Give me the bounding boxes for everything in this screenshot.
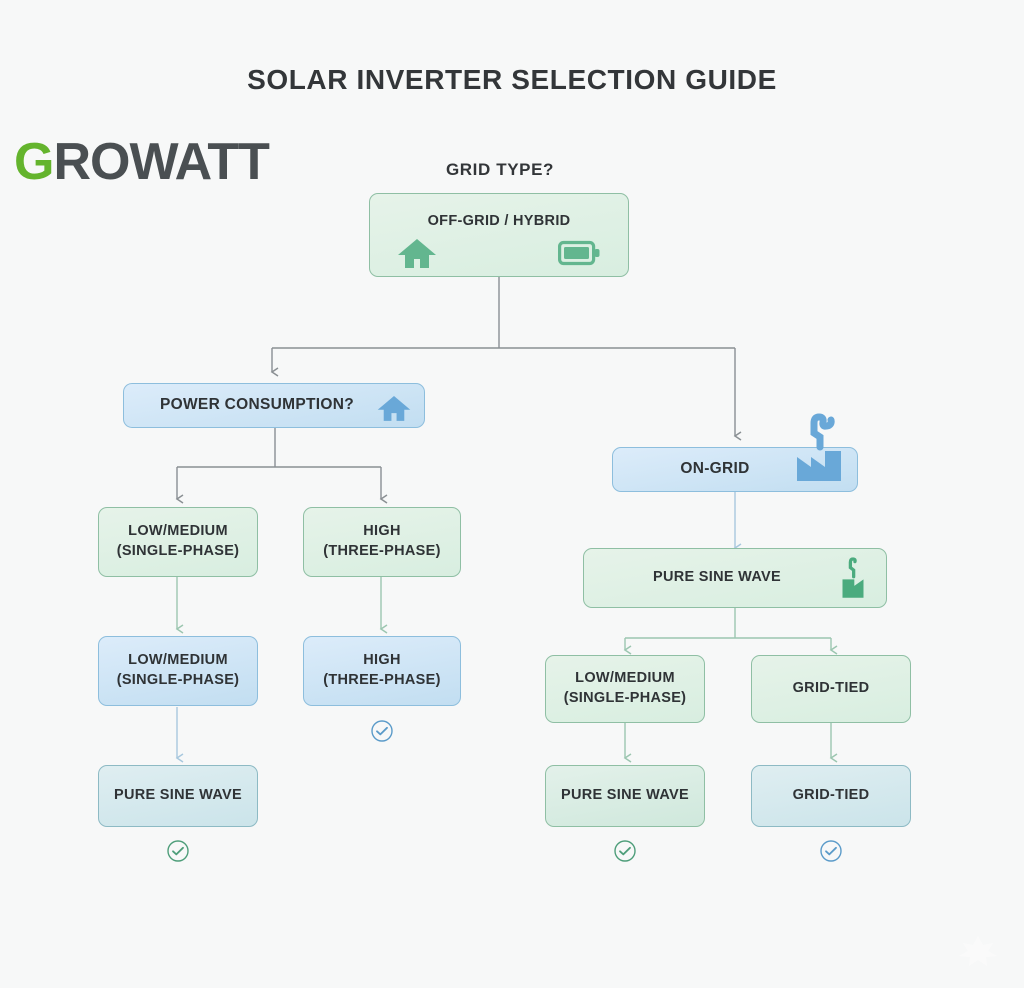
node-left-high-green[interactable]: HIGH (THREE-PHASE) [303,507,461,577]
factory-icon [797,413,841,481]
node-left-high-green-label: HIGH (THREE-PHASE) [323,523,441,559]
node-right-grid-tied-teal-label: GRID-TIED [792,787,870,804]
check-circle-icon [371,720,393,742]
node-left-low-medium-blue-label: LOW/MEDIUM (SINGLE-PHASE) [116,652,240,688]
logo-letter-g: G [14,133,54,191]
grid-type-question-label: GRID TYPE? [445,160,554,179]
node-on-grid[interactable]: ON-GRID [612,413,858,492]
node-left-low-medium-blue[interactable]: LOW/MEDIUM (SINGLE-PHASE) [98,636,258,706]
node-off-grid-hybrid-label: OFF-GRID / HYBRID [427,213,571,230]
check-circle-icon [820,840,842,862]
node-power-consumption[interactable]: POWER CONSUMPTION? [123,383,425,428]
node-on-grid-pure-sine-wave[interactable]: PURE SINE WAVE [583,548,887,608]
page-title: SOLAR INVERTER SELECTION GUIDE [247,64,777,95]
node-off-grid-hybrid[interactable]: OFF-GRID / HYBRID [369,193,629,277]
node-power-consumption-label: POWER CONSUMPTION? [160,396,354,414]
node-right-low-medium-label: LOW/MEDIUM (SINGLE-PHASE) [563,670,687,706]
growatt-logo: GROWATT [14,133,270,191]
node-left-pure-sine-wave-label: PURE SINE WAVE [113,787,242,804]
house-icon [398,239,436,268]
watermark-icon [959,936,997,966]
node-on-grid-label: ON-GRID [680,460,750,478]
node-left-pure-sine-wave[interactable]: PURE SINE WAVE [98,765,258,827]
check-circle-icon [167,840,189,862]
factory-icon [842,557,864,598]
logo-text: ROWATT [53,133,269,191]
node-right-pure-sine-wave-label: PURE SINE WAVE [560,787,689,804]
node-left-low-medium-green[interactable]: LOW/MEDIUM (SINGLE-PHASE) [98,507,258,577]
node-left-low-medium-green-label: LOW/MEDIUM (SINGLE-PHASE) [116,523,240,559]
battery-icon [558,240,600,266]
node-right-grid-tied-teal[interactable]: GRID-TIED [751,765,911,827]
node-on-grid-pure-sine-wave-label: PURE SINE WAVE [652,569,781,586]
check-circle-icon [614,840,636,862]
node-right-grid-tied-green-label: GRID-TIED [792,680,870,697]
house-icon [377,396,411,421]
node-left-high-blue-label: HIGH (THREE-PHASE) [323,652,441,688]
node-right-grid-tied-green[interactable]: GRID-TIED [751,655,911,723]
node-right-low-medium[interactable]: LOW/MEDIUM (SINGLE-PHASE) [545,655,705,723]
node-right-pure-sine-wave[interactable]: PURE SINE WAVE [545,765,705,827]
node-left-high-blue[interactable]: HIGH (THREE-PHASE) [303,636,461,706]
